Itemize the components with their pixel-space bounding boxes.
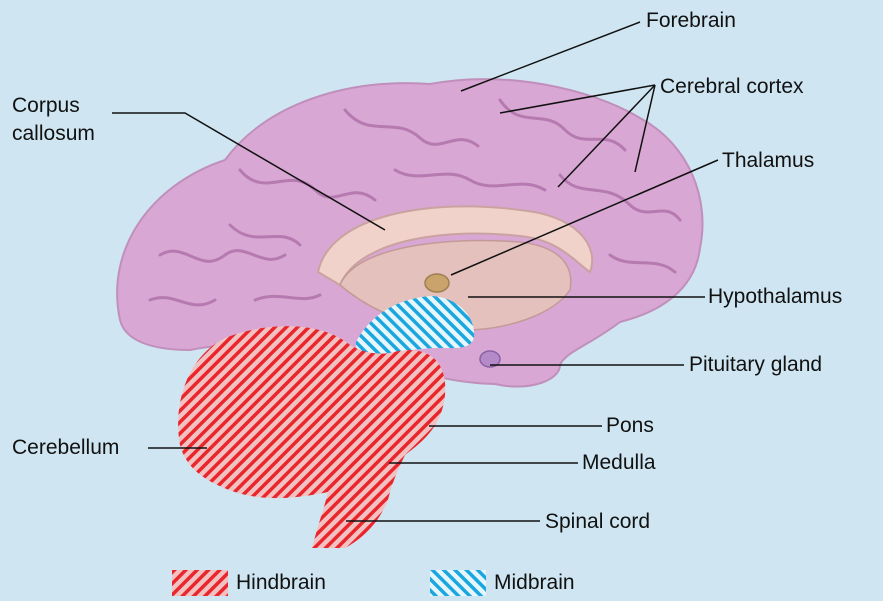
label-spinal-cord: Spinal cord	[545, 510, 650, 534]
thalamus-shape	[425, 274, 449, 292]
hindbrain-swatch	[172, 570, 228, 596]
label-corpus-callosum-line2: callosum	[12, 122, 95, 146]
label-medulla: Medulla	[582, 451, 656, 475]
label-cerebellum: Cerebellum	[12, 436, 119, 460]
label-pituitary-gland: Pituitary gland	[689, 353, 822, 377]
midbrain-swatch	[430, 570, 486, 596]
label-thalamus: Thalamus	[722, 149, 814, 173]
label-cerebral-cortex: Cerebral cortex	[660, 75, 804, 99]
legend-hindbrain-label: Hindbrain	[236, 571, 326, 595]
label-corpus-callosum-line1: Corpus	[12, 94, 80, 118]
hindbrain-region	[178, 326, 445, 548]
label-forebrain: Forebrain	[646, 9, 736, 33]
label-hypothalamus: Hypothalamus	[708, 285, 842, 309]
legend-midbrain-label: Midbrain	[494, 571, 575, 595]
label-pons: Pons	[606, 414, 654, 438]
